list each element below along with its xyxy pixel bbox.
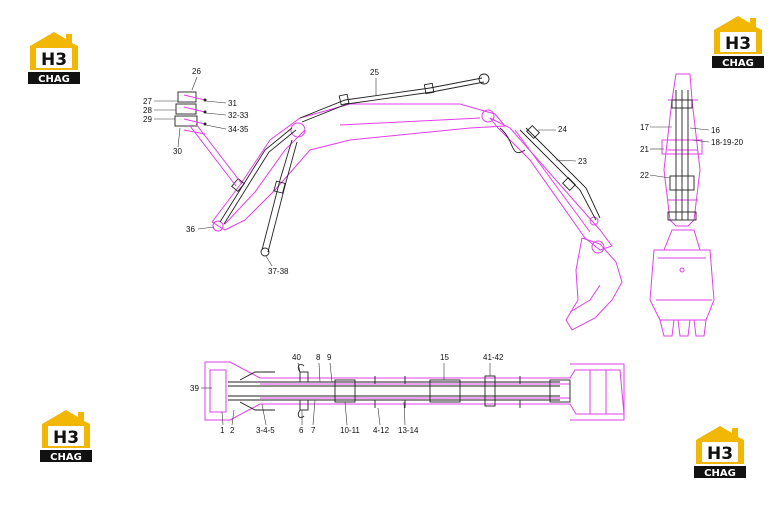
callout-24: 24	[558, 125, 567, 134]
callout-2: 2	[230, 426, 235, 435]
callout-31: 31	[228, 99, 237, 108]
logo-house-inner	[702, 442, 738, 462]
callout-25: 25	[370, 68, 379, 77]
callouts: 25 26 27 28 29 30 31 32-33 34-35 36 37-3…	[143, 67, 744, 435]
logo-wordmark-bar	[712, 56, 764, 68]
logo-mark-text: H3	[725, 34, 751, 54]
callout-17: 17	[640, 123, 649, 132]
logo-mark-text: H3	[707, 444, 733, 464]
logo-mark-text: H3	[53, 428, 79, 448]
callout-7: 7	[311, 426, 316, 435]
callout-8: 8	[316, 353, 321, 362]
logo-wordmark-bar	[40, 450, 92, 462]
callout-39: 39	[190, 384, 199, 393]
callout-16: 16	[711, 126, 720, 135]
callout-9: 9	[327, 353, 332, 362]
callout-27: 27	[143, 97, 152, 106]
callout-21: 21	[640, 145, 649, 154]
callout-37-38: 37-38	[268, 267, 289, 276]
callout-29: 29	[143, 115, 152, 124]
callout-1: 1	[220, 426, 225, 435]
callout-26: 26	[192, 67, 201, 76]
side-view	[174, 73, 623, 331]
logo-wordmark-text: CHAG	[704, 468, 736, 479]
logo-wordmark-text: CHAG	[38, 74, 70, 85]
logo-wordmark-bar	[694, 466, 746, 478]
logo-house-inner	[36, 48, 72, 68]
callout-15: 15	[440, 353, 449, 362]
logo-house-inner	[48, 426, 84, 446]
callout-40: 40	[292, 353, 301, 362]
callout-30: 30	[173, 147, 182, 156]
detail-bundle	[174, 91, 243, 187]
callout-34-35: 34-35	[228, 125, 249, 134]
callout-36: 36	[186, 225, 195, 234]
top-view	[204, 361, 625, 421]
callout-3-4-5: 3-4-5	[256, 426, 275, 435]
callout-41-42: 41-42	[483, 353, 504, 362]
logo-wordmark-text: CHAG	[50, 452, 82, 463]
front-view	[649, 73, 715, 337]
callout-23: 23	[578, 157, 587, 166]
callout-4-12: 4-12	[373, 426, 390, 435]
logo-mark-text: H3	[41, 50, 67, 70]
callout-18-19-20: 18-19-20	[711, 138, 744, 147]
callout-10-11: 10-11	[340, 426, 360, 435]
logo-house-inner	[720, 32, 756, 52]
callout-6: 6	[299, 426, 304, 435]
callout-32-33: 32-33	[228, 111, 249, 120]
callout-22: 22	[640, 171, 649, 180]
callout-13-14: 13-14	[398, 426, 419, 435]
logo-wordmark-bar	[28, 72, 80, 84]
logo-wordmark-text: CHAG	[722, 58, 754, 69]
callout-28: 28	[143, 106, 152, 115]
